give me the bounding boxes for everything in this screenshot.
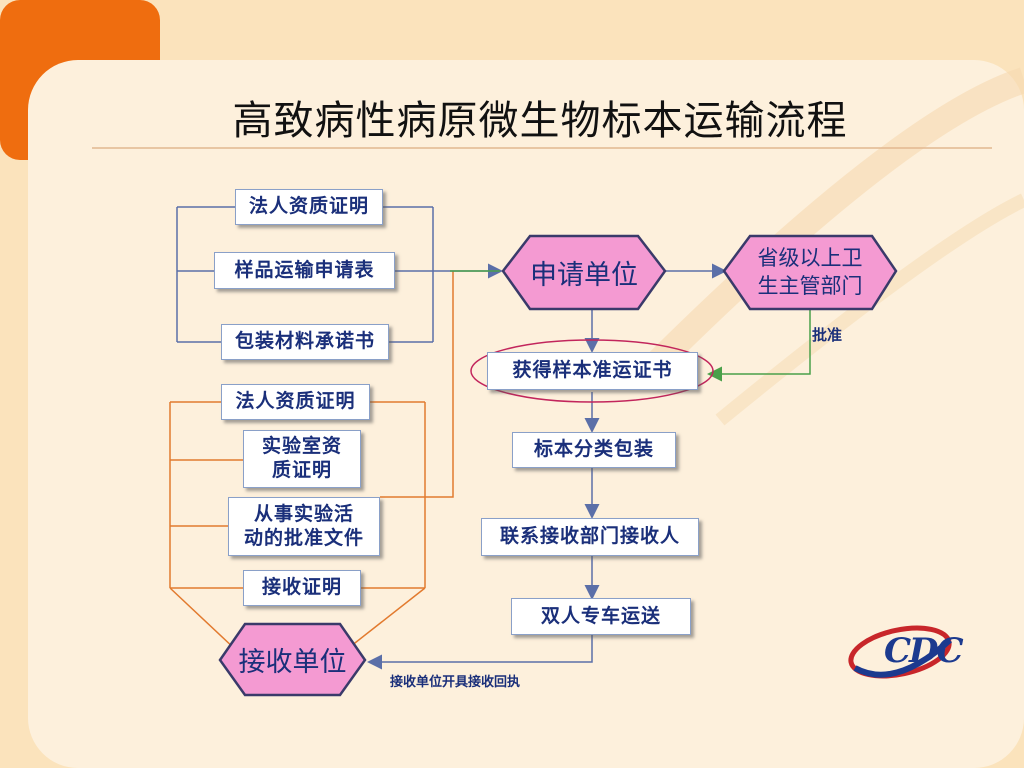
node-receiver: 接收单位 bbox=[238, 647, 347, 678]
authority-hexagon bbox=[722, 234, 898, 311]
cdc-logo-icon bbox=[848, 625, 953, 679]
approval-arrow bbox=[450, 270, 811, 382]
receipt-label: 接收单位开具接收回执 bbox=[390, 675, 521, 690]
page-title: 高致病性病原微生物标本运输流程 bbox=[232, 98, 848, 144]
flow-arrows bbox=[367, 263, 727, 670]
step-packaging: 标本分类包装 bbox=[512, 432, 676, 468]
permit-highlight-ellipse bbox=[470, 339, 714, 403]
receiver-doc-receipt-proof: 接收证明 bbox=[243, 570, 361, 606]
node-applicant: 申请单位 bbox=[530, 260, 638, 291]
receiver-doc-lab-qualification: 实验室资 质证明 bbox=[243, 430, 361, 488]
receiver-doc-legal-qualification: 法人资质证明 bbox=[221, 384, 370, 420]
applicant-doc-packaging-pledge: 包装材料承诺书 bbox=[221, 324, 389, 360]
step-transport: 双人专车运送 bbox=[511, 598, 691, 635]
receiver-docs-bracket bbox=[169, 271, 454, 651]
step-contact-receiver: 联系接收部门接收人 bbox=[481, 518, 699, 556]
decor-swirl bbox=[630, 67, 1024, 390]
node-authority: 省级以上卫 生主管部门 bbox=[757, 246, 863, 298]
applicant-doc-shipping-form: 样品运输申请表 bbox=[214, 252, 395, 289]
cdc-logo-text: CDC bbox=[884, 631, 964, 671]
receiver-hexagon bbox=[218, 622, 367, 697]
approval-label: 批准 bbox=[812, 326, 843, 344]
applicant-doc-legal-qualification: 法人资质证明 bbox=[235, 189, 383, 225]
applicant-docs-bracket bbox=[176, 206, 434, 343]
receiver-doc-activity-approval: 从事实验活 动的批准文件 bbox=[228, 497, 380, 556]
applicant-hexagon bbox=[501, 234, 667, 311]
step-permit: 获得样本准运证书 bbox=[487, 352, 698, 390]
